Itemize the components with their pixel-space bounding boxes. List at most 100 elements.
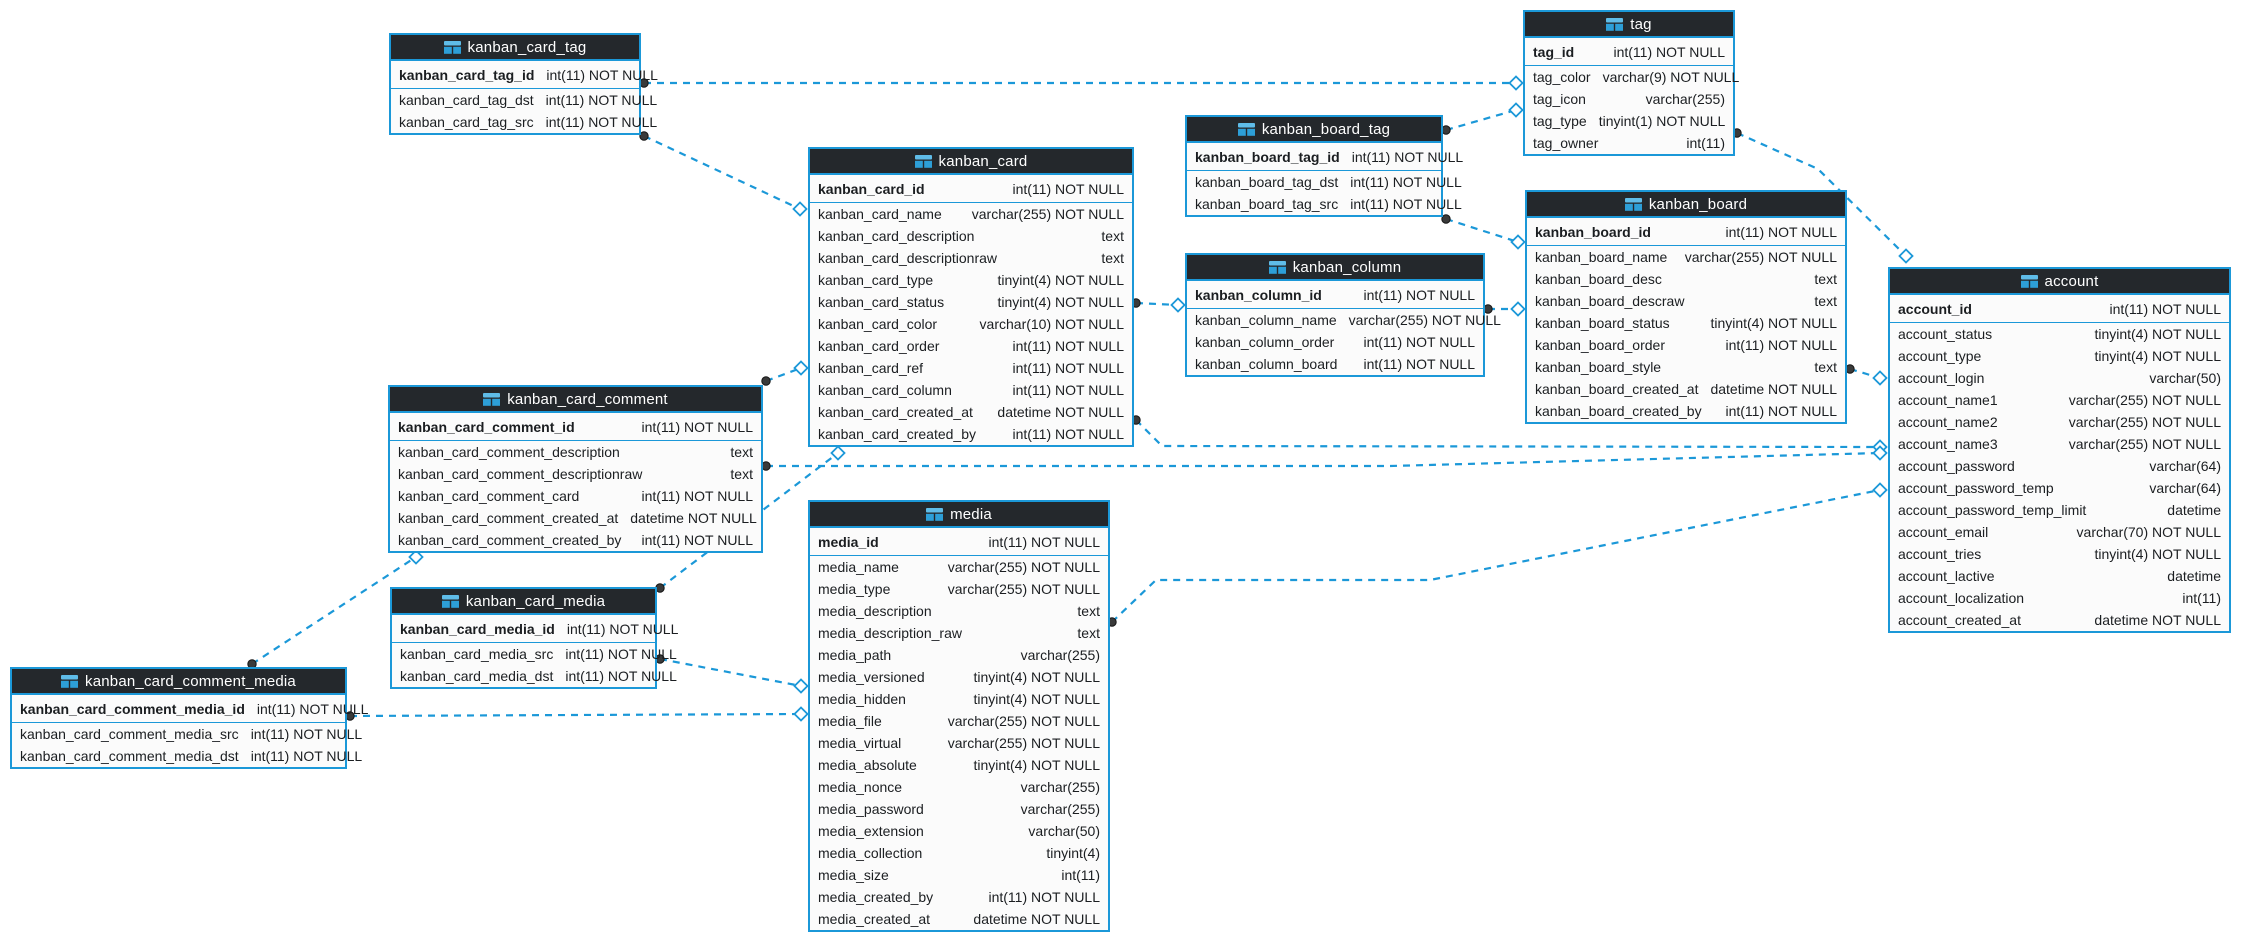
relation-line[interactable]: [765, 366, 802, 383]
table-header[interactable]: kanban_board_tag: [1187, 117, 1441, 143]
table-kanban_card_comment_media[interactable]: kanban_card_comment_media kanban_card_com…: [10, 667, 368, 769]
table-header[interactable]: tag: [1525, 12, 1733, 38]
relation-kanban_card_tag-to-kanban_card[interactable]: [639, 131, 808, 217]
relation-line[interactable]: [349, 712, 802, 718]
relation-kanban_board-to-account[interactable]: [1845, 364, 1888, 386]
relation-line[interactable]: [659, 452, 839, 589]
table-header[interactable]: kanban_card_comment_media: [12, 669, 345, 695]
relation-kanban_card_comment-to-account[interactable]: [761, 445, 1888, 471]
table-header[interactable]: account: [1890, 269, 2229, 295]
relation-kanban_board_tag-to-kanban_board[interactable]: [1441, 214, 1526, 250]
table-header[interactable]: kanban_board: [1527, 192, 1845, 218]
table-header[interactable]: kanban_card_media: [392, 589, 655, 615]
relation-media-to-account[interactable]: [1107, 482, 1888, 627]
relation-kanban_board_tag-to-tag[interactable]: [1441, 102, 1524, 135]
relation-line[interactable]: [251, 556, 417, 665]
relation-line[interactable]: [1445, 217, 1519, 244]
relation-line[interactable]: [643, 135, 801, 210]
relation-kanban_card_media-to-media[interactable]: [655, 654, 809, 694]
table-header[interactable]: kanban_column: [1187, 255, 1483, 281]
relation-line[interactable]: [1445, 108, 1517, 132]
relation-kanban_card_comment_media-to-media[interactable]: [345, 706, 809, 722]
relation-kanban_column-to-kanban_board[interactable]: [1483, 301, 1526, 317]
relation-kanban_card-to-kanban_column[interactable]: [1131, 297, 1186, 313]
table-header[interactable]: kanban_card: [810, 149, 1132, 175]
table-header[interactable]: kanban_card_comment: [390, 387, 761, 413]
relation-line[interactable]: [1111, 488, 1881, 623]
relation-line[interactable]: [1736, 131, 1907, 257]
relation-line[interactable]: [1135, 419, 1881, 449]
table-header[interactable]: kanban_card_tag: [391, 35, 639, 61]
table-header[interactable]: media: [810, 502, 1108, 528]
